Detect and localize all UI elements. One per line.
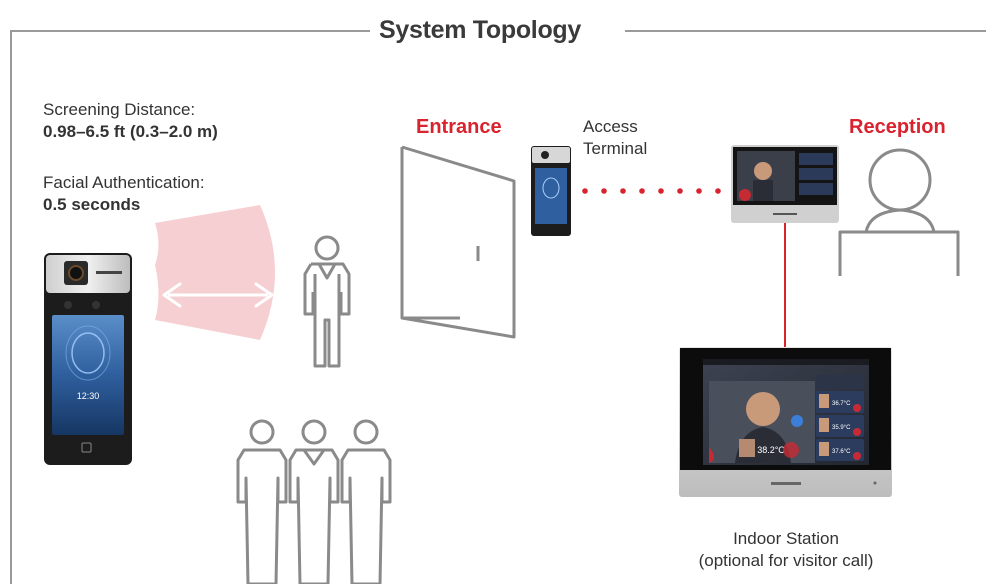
station-temp-1: 36.7°C xyxy=(832,401,851,407)
indoor-station-label-1: Indoor Station xyxy=(733,529,839,548)
station-temp-3: 37.6°C xyxy=(832,449,851,455)
network-link-solid xyxy=(784,223,786,350)
indoor-station-device: 38.2°C 36.7°C 35.9°C 37.6°C xyxy=(679,347,892,497)
screening-distance-value: 0.98–6.5 ft (0.3–2.0 m) xyxy=(43,122,218,141)
person-icon xyxy=(303,235,351,368)
access-terminal-label-2: Terminal xyxy=(583,139,648,158)
reception-monitor xyxy=(731,145,839,223)
page-title: System Topology xyxy=(378,16,581,44)
station-temp-2: 35.9°C xyxy=(832,425,851,431)
facial-auth-label: Facial Authentication: xyxy=(43,173,205,192)
face-terminal-device: 12:30 xyxy=(44,253,132,465)
station-temp-list: 36.7°C 35.9°C 37.6°C xyxy=(816,391,864,461)
frame-left xyxy=(10,30,12,584)
reception-label: Reception xyxy=(849,116,946,138)
screening-distance-label: Screening Distance: xyxy=(43,100,196,119)
access-terminal-label-1: Access xyxy=(583,117,638,136)
frame-top-left xyxy=(10,30,370,32)
door-icon xyxy=(400,145,516,339)
detection-range-wave xyxy=(155,205,275,340)
network-link-dotted xyxy=(582,188,721,194)
visitors-group-icon xyxy=(236,419,392,584)
indoor-station-label-2: (optional for visitor call) xyxy=(698,551,874,570)
receptionist-icon xyxy=(838,148,960,276)
entrance-label: Entrance xyxy=(416,116,502,138)
station-main-temp: 38.2°C xyxy=(757,445,785,455)
frame-top-right xyxy=(625,30,986,32)
device-time: 12:30 xyxy=(77,391,100,401)
facial-auth-value: 0.5 seconds xyxy=(43,195,141,214)
access-terminal-device xyxy=(531,146,571,236)
